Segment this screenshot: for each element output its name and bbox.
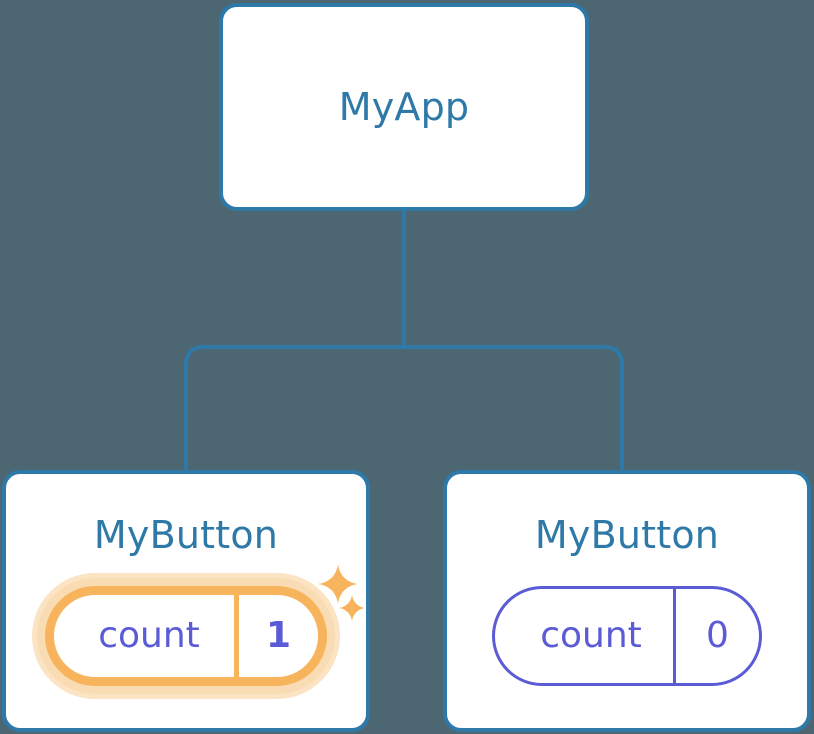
sparkle-small-icon (339, 595, 365, 621)
sparkle-large-icon (318, 564, 358, 604)
state-key-label-left: count (98, 615, 200, 656)
node-card-mybutton-left[interactable]: MyButton count 1 (2, 470, 370, 732)
state-pill-right[interactable]: count 0 (492, 586, 762, 686)
state-pill-left[interactable]: count 1 (45, 586, 327, 686)
state-value-label-left: 1 (234, 595, 318, 677)
state-pill-wrapper-right: count 0 (492, 586, 762, 686)
state-pill-wrapper-left: count 1 (32, 573, 340, 699)
node-card-myapp[interactable]: MyApp (219, 3, 589, 211)
connector-bus (184, 345, 624, 470)
state-key-label-right: count (540, 615, 642, 656)
state-value-label-right: 0 (673, 589, 759, 683)
node-title-mybutton-right: MyButton (534, 513, 720, 557)
node-title-mybutton-left: MyButton (93, 513, 279, 557)
node-title-myapp: MyApp (338, 85, 470, 129)
state-pill-glow-ring (37, 578, 335, 694)
node-card-mybutton-right[interactable]: MyButton count 0 (443, 470, 811, 732)
